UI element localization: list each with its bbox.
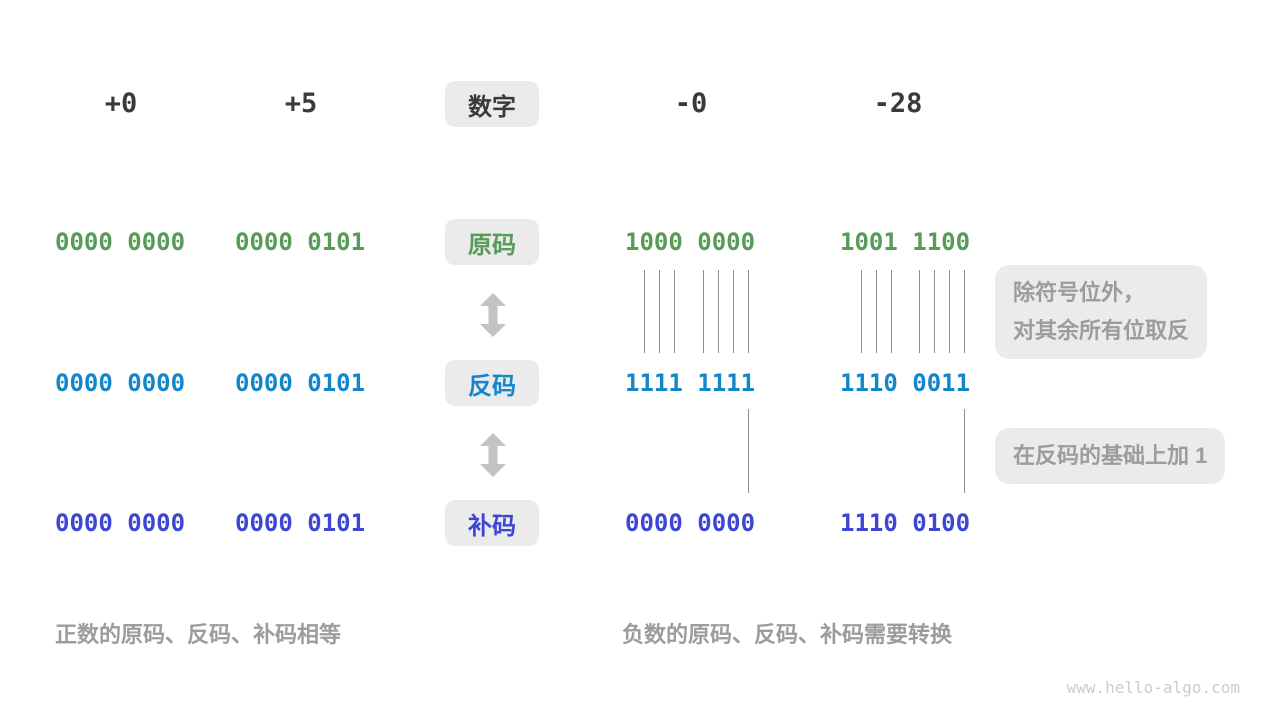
sign-magnitude-value-plus5: 0000 0101 — [235, 228, 366, 256]
twos-complement-value-minus0: 0000 0000 — [625, 509, 756, 537]
invert-tick-line — [703, 270, 704, 353]
twos-complement-label: 补码 — [468, 512, 516, 540]
number-label: 数字 — [468, 93, 516, 121]
up-down-arrow-icon — [480, 433, 506, 477]
invert-tick-line — [644, 270, 645, 353]
twos-complement-label-box: 补码 — [445, 500, 539, 546]
invert-tick-line — [748, 270, 749, 353]
plus-one-note-line1: 在反码的基础上加 1 — [1013, 443, 1208, 468]
ones-complement-value-plus5: 0000 0101 — [235, 369, 366, 397]
ones-complement-label-box: 反码 — [445, 360, 539, 406]
sign-magnitude-value-minus28: 1001 1100 — [840, 228, 971, 256]
invert-note-line2: 对其余所有位取反 — [1013, 318, 1190, 343]
invert-tick-line — [949, 270, 950, 353]
invert-tick-line — [876, 270, 877, 353]
ones-complement-value-plus0: 0000 0000 — [55, 369, 186, 397]
header-number: +0 — [104, 88, 138, 119]
invert-tick-line — [964, 270, 965, 353]
site-watermark: www.hello-algo.com — [1066, 678, 1240, 697]
up-down-arrow-icon — [480, 293, 506, 337]
invert-tick-line — [733, 270, 734, 353]
caption-positive: 正数的原码、反码、补码相等 — [55, 622, 342, 647]
ones-complement-value-minus28: 1110 0011 — [840, 369, 971, 397]
plus-one-tick-line — [964, 409, 965, 493]
twos-complement-value-plus0: 0000 0000 — [55, 509, 186, 537]
invert-note-box: 除符号位外， 对其余所有位取反 — [995, 265, 1208, 359]
invert-tick-line — [919, 270, 920, 353]
invert-tick-line — [891, 270, 892, 353]
invert-tick-line — [861, 270, 862, 353]
twos-complement-value-plus5: 0000 0101 — [235, 509, 366, 537]
invert-tick-line — [934, 270, 935, 353]
header-number: -0 — [674, 88, 708, 119]
sign-magnitude-value-minus0: 1000 0000 — [625, 228, 756, 256]
sign-magnitude-label-box: 原码 — [445, 219, 539, 265]
sign-magnitude-value-plus0: 0000 0000 — [55, 228, 186, 256]
invert-tick-line — [674, 270, 675, 353]
header-number: -28 — [873, 88, 923, 119]
header-number: +5 — [284, 88, 318, 119]
number-label-box: 数字 — [445, 81, 539, 127]
invert-note-line1: 除符号位外， — [1013, 280, 1146, 305]
ones-complement-value-minus0: 1111 1111 — [625, 369, 756, 397]
twos-complement-value-minus28: 1110 0100 — [840, 509, 971, 537]
plus-one-note-box: 在反码的基础上加 1 — [995, 428, 1226, 484]
invert-tick-line — [659, 270, 660, 353]
caption-negative: 负数的原码、反码、补码需要转换 — [622, 622, 953, 647]
invert-tick-line — [718, 270, 719, 353]
plus-one-tick-line — [748, 409, 749, 493]
ones-complement-label: 反码 — [468, 372, 516, 400]
sign-magnitude-label: 原码 — [468, 231, 516, 259]
